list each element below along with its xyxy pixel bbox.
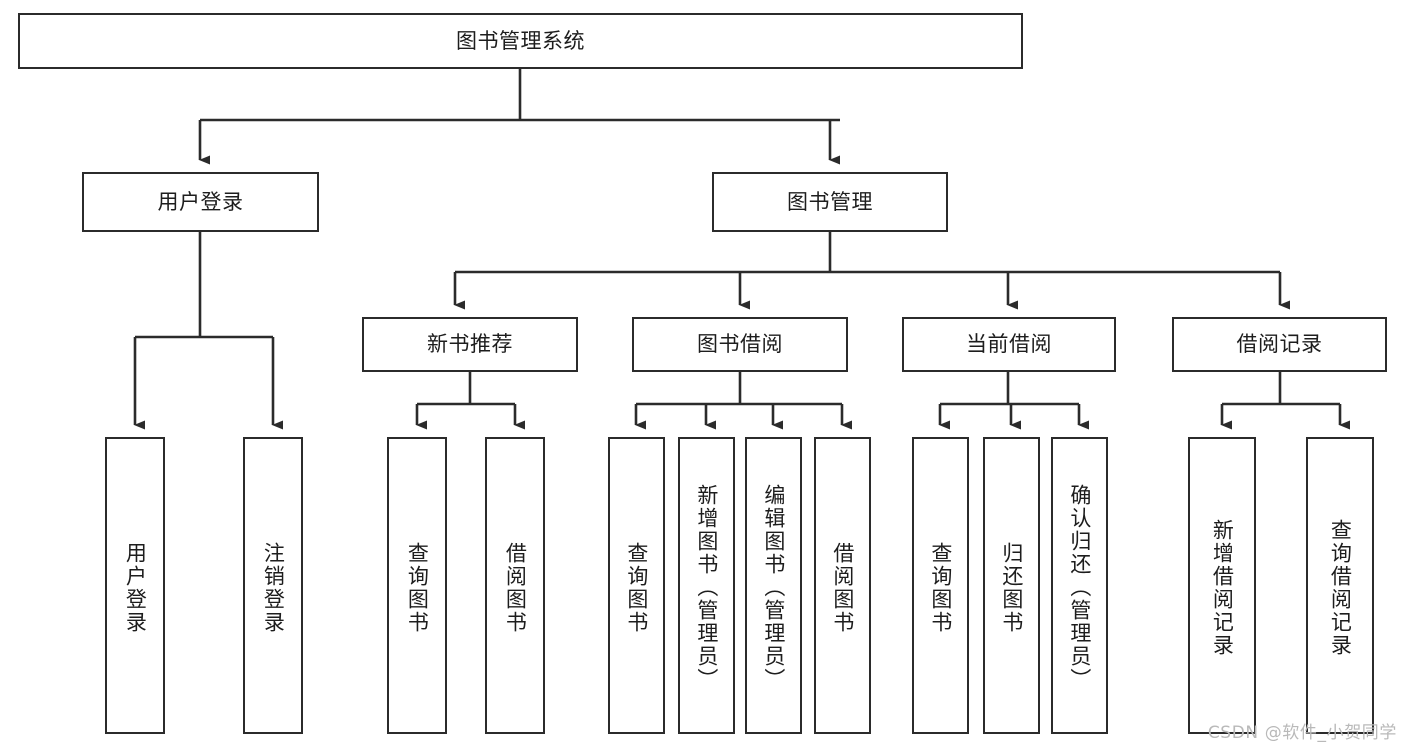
node-label: 归还图书	[999, 541, 1024, 634]
node-leaf-confirm-return[interactable]: 确认归还（管理员）	[1051, 437, 1108, 734]
node-label: 图书借阅	[697, 332, 783, 357]
node-label: 查询图书	[405, 541, 430, 634]
node-leaf-query-book-1[interactable]: 查询图书	[387, 437, 447, 734]
node-leaf-add-book[interactable]: 新增图书（管理员）	[678, 437, 735, 734]
node-book-manage[interactable]: 图书管理	[712, 172, 948, 232]
node-label: 用户登录	[123, 541, 148, 634]
node-label: 编辑图书（管理员）	[761, 484, 786, 691]
node-label: 图书管理	[787, 189, 873, 214]
node-label: 新增图书（管理员）	[694, 484, 719, 691]
root-to-level2-connectors	[198, 69, 840, 165]
node-label: 图书管理系统	[456, 28, 585, 53]
node-label: 查询图书	[624, 541, 649, 634]
node-leaf-query-book-3[interactable]: 查询图书	[912, 437, 969, 734]
node-label: 查询借阅记录	[1328, 518, 1353, 657]
node-new-book-recommend[interactable]: 新书推荐	[362, 317, 578, 372]
current-borrow-to-leaves-connectors	[938, 372, 1089, 430]
node-label: 确认归还（管理员）	[1067, 484, 1092, 691]
user-login-to-leaves-connectors	[133, 232, 283, 430]
node-label: 注销登录	[261, 541, 286, 634]
node-leaf-query-book-2[interactable]: 查询图书	[608, 437, 665, 734]
borrow-record-to-leaves-connectors	[1220, 372, 1350, 430]
node-book-borrow[interactable]: 图书借阅	[632, 317, 848, 372]
node-leaf-return-book[interactable]: 归还图书	[983, 437, 1040, 734]
node-label: 借阅图书	[503, 541, 528, 634]
node-label: 新增借阅记录	[1210, 518, 1235, 657]
node-leaf-borrow-book-2[interactable]: 借阅图书	[814, 437, 871, 734]
node-current-borrow[interactable]: 当前借阅	[902, 317, 1116, 372]
node-user-login[interactable]: 用户登录	[82, 172, 319, 232]
book-manage-to-level3-connectors	[453, 232, 1290, 310]
watermark-text: CSDN @软件_小贺同学	[1207, 723, 1397, 743]
node-borrow-record[interactable]: 借阅记录	[1172, 317, 1387, 372]
node-label: 借阅图书	[830, 541, 855, 634]
node-leaf-user-logout[interactable]: 注销登录	[243, 437, 303, 734]
node-root-system[interactable]: 图书管理系统	[18, 13, 1023, 69]
node-label: 查询图书	[928, 541, 953, 634]
node-label: 当前借阅	[966, 332, 1052, 357]
node-leaf-edit-book[interactable]: 编辑图书（管理员）	[745, 437, 802, 734]
node-label: 用户登录	[157, 189, 244, 214]
node-leaf-add-record[interactable]: 新增借阅记录	[1188, 437, 1256, 734]
node-leaf-borrow-book-1[interactable]: 借阅图书	[485, 437, 545, 734]
node-label: 借阅记录	[1236, 332, 1323, 357]
node-leaf-query-record[interactable]: 查询借阅记录	[1306, 437, 1374, 734]
node-label: 新书推荐	[427, 332, 513, 357]
book-borrow-to-leaves-connectors	[634, 372, 852, 430]
new-book-recommend-to-leaves-connectors	[415, 372, 525, 430]
node-leaf-user-login[interactable]: 用户登录	[105, 437, 165, 734]
